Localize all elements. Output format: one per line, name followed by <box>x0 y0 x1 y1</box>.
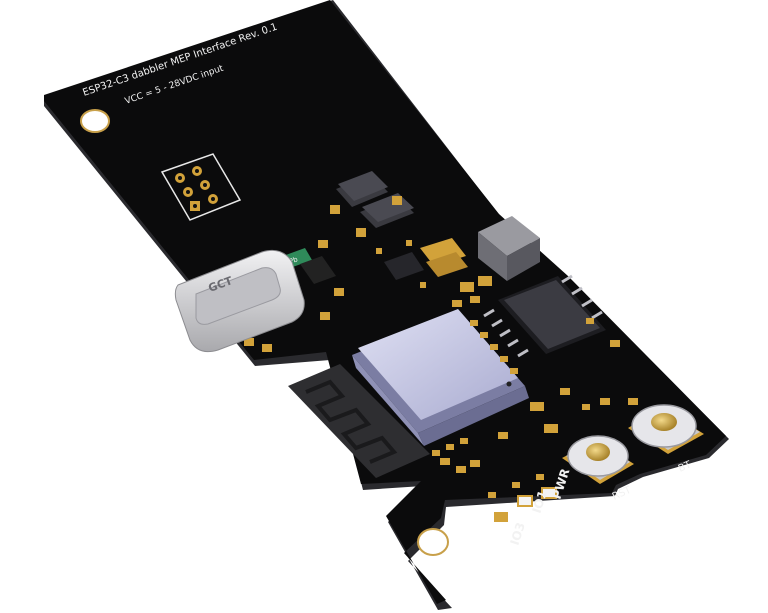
led-pwr <box>536 474 557 499</box>
usb-c-connector: GCT <box>174 249 305 353</box>
cap-marking: Pb <box>288 255 299 266</box>
label-bt: BT <box>677 459 694 475</box>
led-io3 <box>488 492 508 522</box>
boot-button[interactable] <box>628 404 704 454</box>
label-io3: IO3 <box>508 521 528 547</box>
mounting-hole-bottom-left <box>417 528 449 556</box>
mounting-hole-top-left <box>80 109 110 133</box>
pcb-top-face <box>44 0 726 604</box>
label-io1: IO1 <box>530 489 550 515</box>
inductor <box>478 216 540 281</box>
wifi-antenna <box>288 364 430 478</box>
led-io1 <box>512 482 533 507</box>
programming-header <box>160 153 242 221</box>
passive-components <box>440 296 638 473</box>
soic-chip <box>483 274 606 358</box>
reset-button[interactable] <box>562 435 634 484</box>
power-diodes <box>330 171 414 237</box>
bulk-capacitors <box>420 238 492 292</box>
esp32-c3-module <box>352 309 529 456</box>
regulator-ic <box>376 240 426 288</box>
pcb-board <box>44 0 729 610</box>
